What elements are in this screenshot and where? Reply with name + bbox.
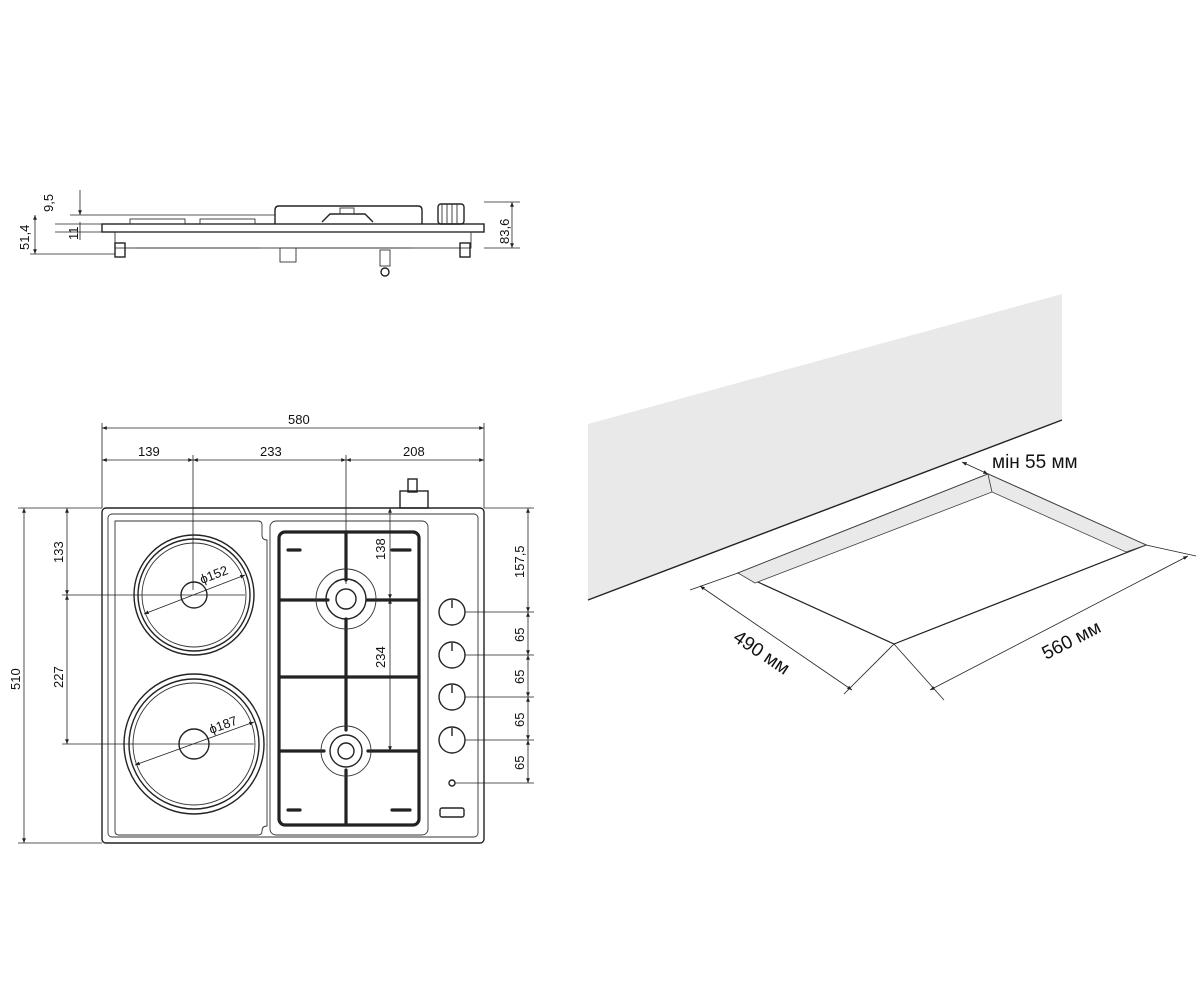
side-valve bbox=[279, 247, 297, 263]
plate-1-diameter: ϕ152 bbox=[198, 562, 230, 586]
gas-burner-2-cap bbox=[337, 742, 355, 760]
width-dim-line bbox=[929, 555, 1189, 691]
dim-width: 580 bbox=[288, 412, 310, 427]
plate-2-diameter-line bbox=[134, 721, 255, 766]
gas-burner-1-cap bbox=[335, 588, 357, 610]
depth-dim-line bbox=[699, 585, 853, 691]
side-electric-plate-2 bbox=[199, 218, 256, 225]
grate-bars-horizontal bbox=[277, 598, 421, 753]
dim-h2: 227 bbox=[51, 666, 66, 688]
dim-knob-1: 65 bbox=[512, 628, 527, 642]
dim-h3: 157,5 bbox=[512, 545, 527, 578]
dim-w3: 208 bbox=[403, 444, 425, 459]
plate-1-diameter-line bbox=[143, 574, 246, 615]
dim-w1: 139 bbox=[138, 444, 160, 459]
wall bbox=[588, 294, 1062, 600]
side-grate bbox=[274, 205, 423, 224]
side-knob bbox=[437, 203, 465, 225]
side-gas-inlet bbox=[379, 249, 391, 267]
side-extension-lines bbox=[30, 201, 520, 255]
cutout-side-wall bbox=[987, 473, 1148, 553]
side-view: 9,5 11 51,4 83,6 bbox=[17, 190, 520, 277]
dim-h5: 234 bbox=[373, 646, 388, 668]
side-electric-plate-1 bbox=[129, 218, 186, 225]
side-foot-right bbox=[459, 242, 471, 258]
gap-dim-line bbox=[961, 461, 989, 475]
hob-outline bbox=[101, 507, 485, 844]
width-extension-lines-install bbox=[893, 544, 1197, 701]
dim-h1: 133 bbox=[51, 541, 66, 563]
side-knob-ridges bbox=[441, 204, 458, 224]
gas-burner-2-outer bbox=[320, 725, 372, 777]
depth-extension-lines bbox=[689, 572, 895, 695]
width-label: 560 мм bbox=[1039, 617, 1105, 664]
min-gap-label: мін 55 мм bbox=[992, 452, 1078, 473]
side-burner bbox=[321, 213, 374, 223]
dim-height: 510 bbox=[8, 668, 23, 690]
hob-top-plate bbox=[101, 223, 485, 233]
depth-label: 490 мм bbox=[729, 627, 793, 680]
indicator-light bbox=[448, 779, 456, 787]
side-burner-cap bbox=[339, 207, 355, 215]
side-gas-fitting bbox=[380, 267, 390, 277]
hob-body bbox=[114, 231, 472, 249]
installation-view: мін 55 мм 490 мм 560 мм bbox=[587, 294, 1197, 701]
dim-h4: 138 bbox=[373, 538, 388, 560]
side-foot-left bbox=[114, 242, 126, 258]
knob-extension-lines bbox=[455, 507, 534, 784]
top-view: 580 139 233 208 510 133 227 138 234 157,… bbox=[8, 412, 534, 844]
gas-burner-2-ring bbox=[329, 734, 363, 768]
dim-knob-4: 65 bbox=[512, 756, 527, 770]
side-dim-a: 9,5 bbox=[41, 194, 56, 212]
dim-w2: 233 bbox=[260, 444, 282, 459]
hob-inner-edge bbox=[107, 513, 479, 838]
dim-knob-3: 65 bbox=[512, 713, 527, 727]
gas-burner-1-ring bbox=[325, 578, 367, 620]
gas-connector-pipe bbox=[407, 478, 418, 493]
worktop-back-edge bbox=[587, 419, 1063, 601]
width-extension-lines bbox=[101, 423, 485, 590]
side-dim-b: 11 bbox=[66, 227, 81, 241]
dim-knob-2: 65 bbox=[512, 670, 527, 684]
grate-corners bbox=[286, 548, 412, 812]
electric-zone-panel bbox=[114, 520, 268, 836]
side-dim-d: 83,6 bbox=[497, 219, 512, 244]
height-extension-lines bbox=[18, 507, 254, 844]
gas-connector bbox=[399, 490, 429, 509]
gas-zone-panel bbox=[269, 520, 429, 836]
brand-plate bbox=[439, 807, 465, 818]
side-dim-c: 51,4 bbox=[17, 225, 32, 250]
